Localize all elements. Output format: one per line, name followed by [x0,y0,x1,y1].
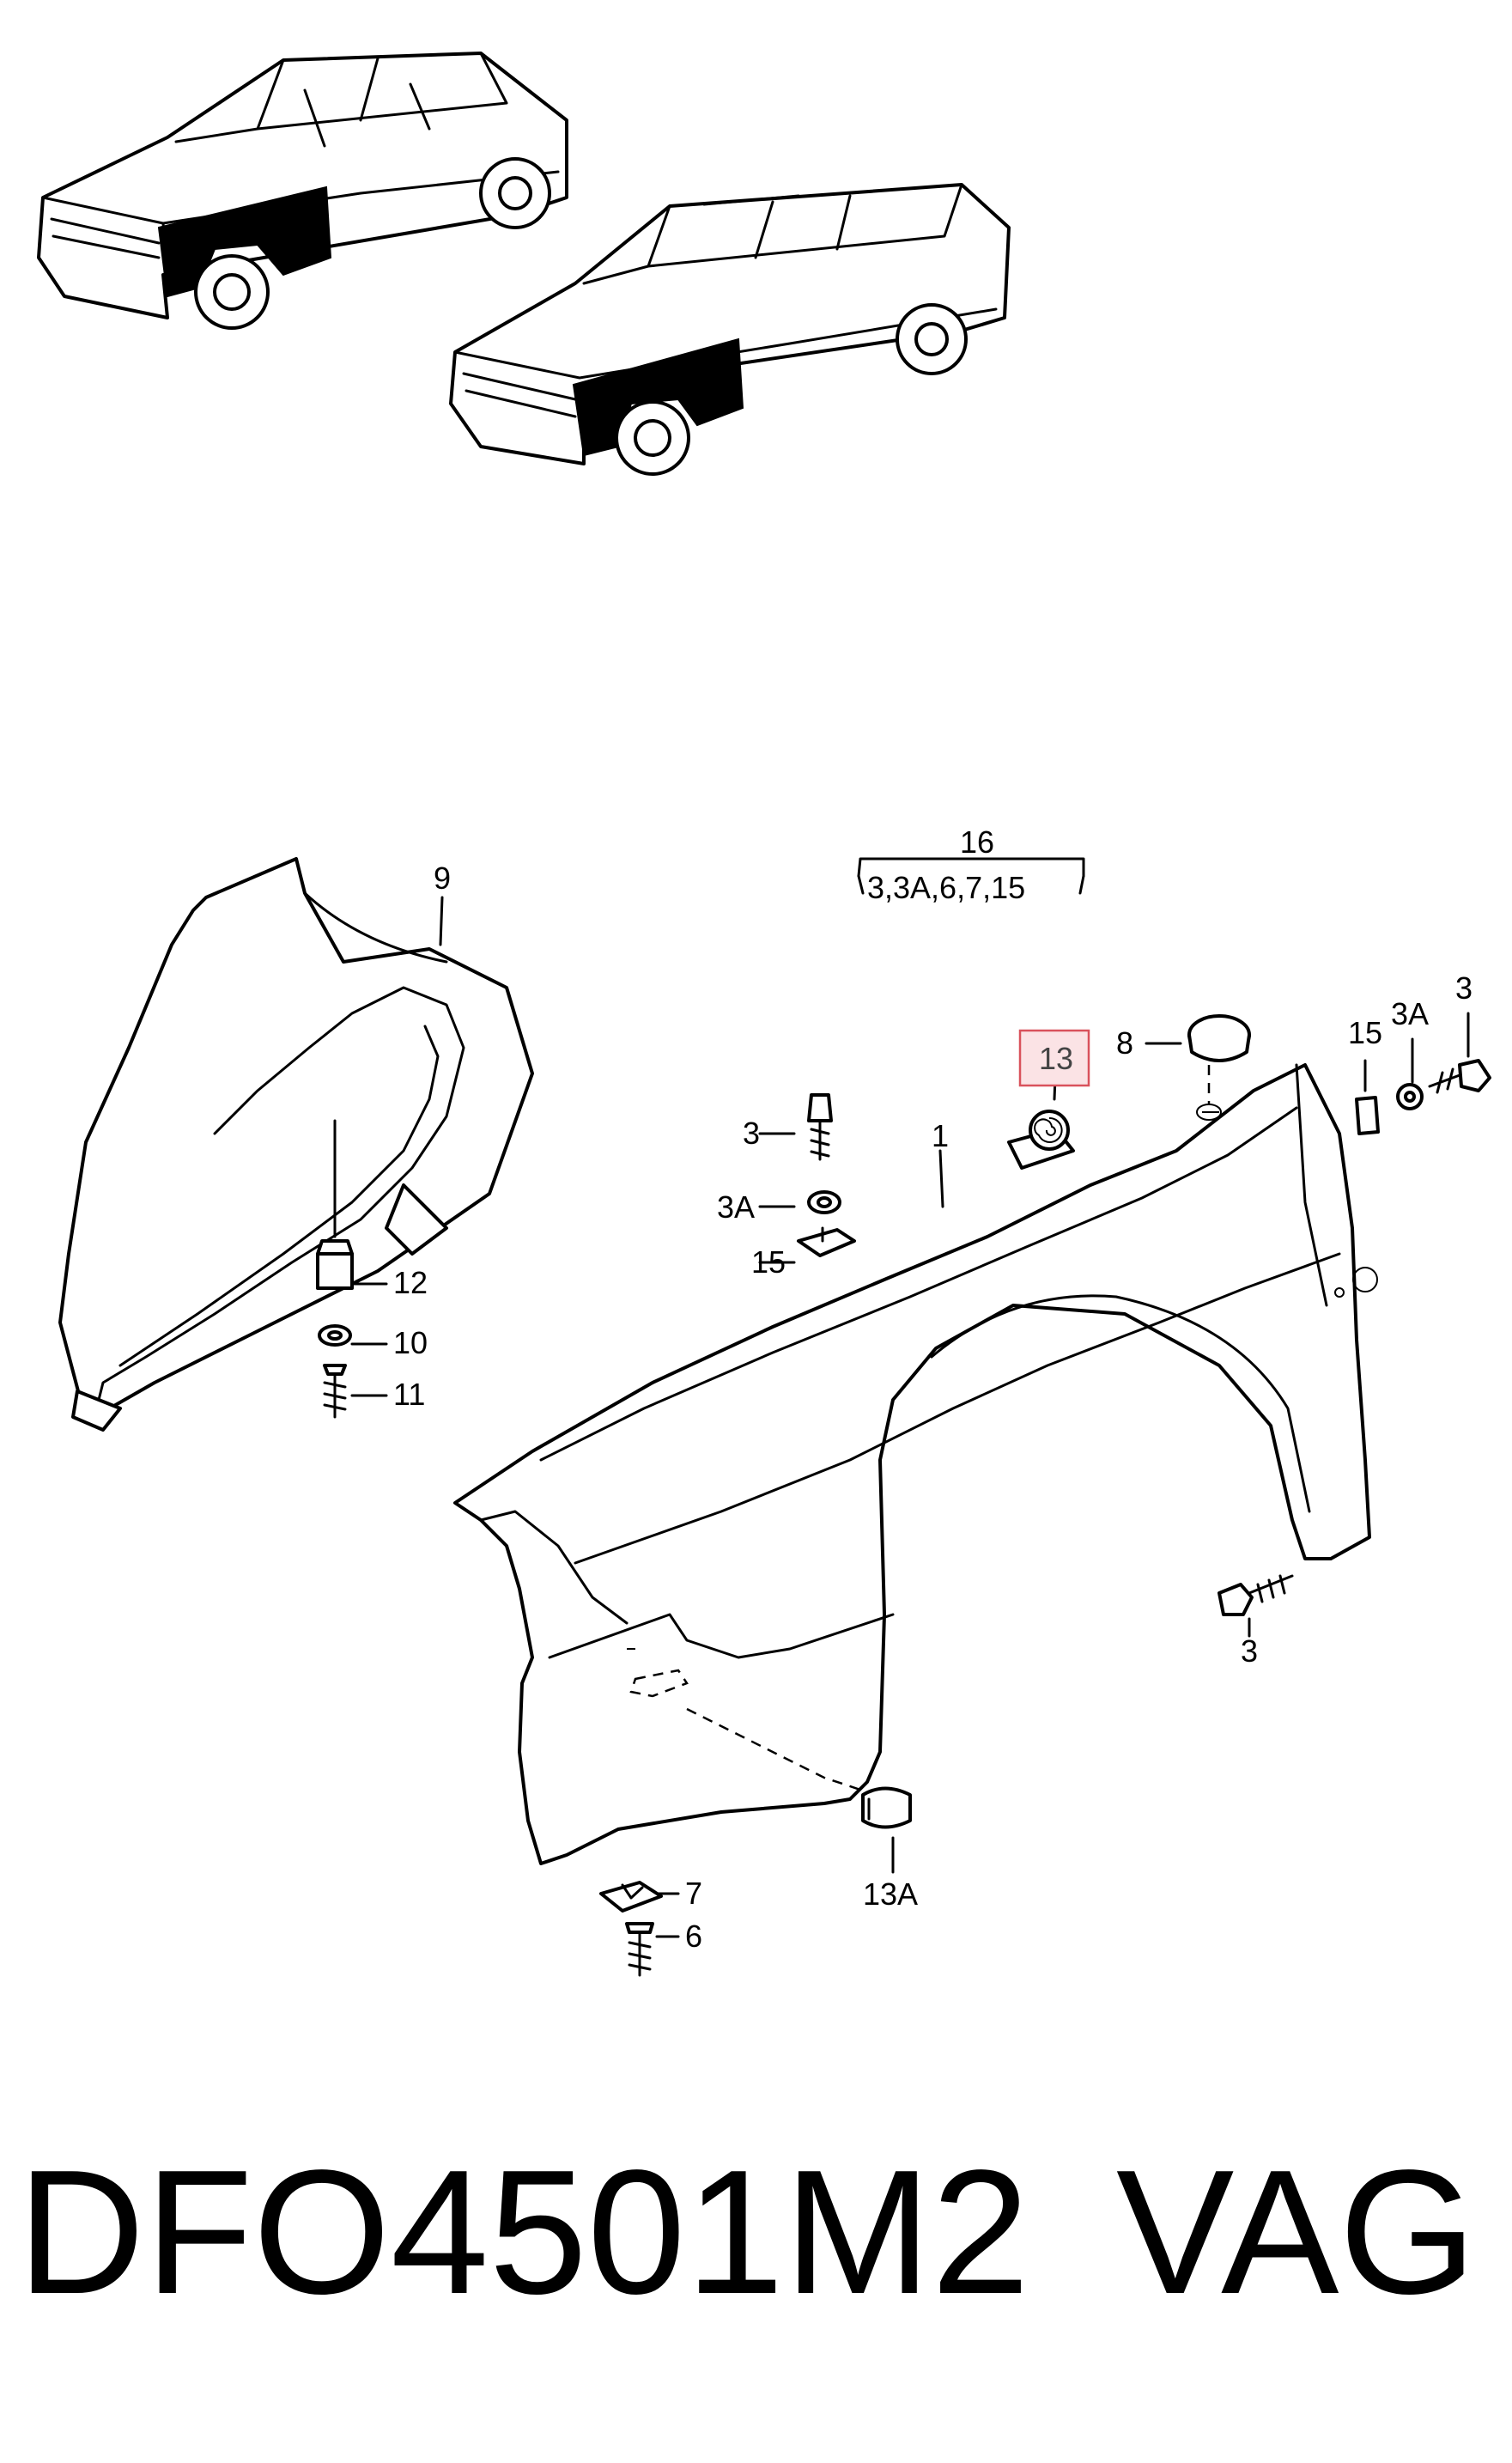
part-code-caption: DFO4501M2 [17,2133,1029,2331]
right-fastener-group [1355,1059,1491,1135]
liner-fastener-group [316,1239,354,1419]
callout-13: 13 [1039,1041,1073,1076]
callout-15-top: 15 [751,1244,786,1280]
hatchback-car-illustration [37,52,568,330]
callout-6: 6 [685,1919,702,1954]
callout-10: 10 [393,1325,428,1360]
lower-bolt-part [1217,1574,1294,1616]
callout-1: 1 [932,1118,949,1153]
rolled-tape-part [1007,1110,1075,1170]
callout-12: 12 [393,1265,428,1300]
bottom-fastener-group [599,1881,663,1977]
round-cap-part [1187,1014,1251,1121]
callout-7: 7 [685,1876,702,1911]
callout-3-top: 3 [743,1116,760,1151]
callout-8: 8 [1116,1025,1133,1061]
callout-3-right: 3 [1455,970,1473,1006]
callout-3a-right: 3A [1391,996,1429,1031]
callout-13a: 13A [863,1876,918,1912]
callout-16-group: 3,3A,6,7,15 [867,870,1025,905]
callout-labels: 9 16 3,3A,6,7,15 13 8 15 3A 3 1 3 3A 15 … [393,824,1473,1954]
front-wing-panel [453,1063,1378,1865]
callout-15-right: 15 [1348,1015,1382,1050]
callout-3a-top: 3A [717,1189,755,1225]
top-fastener-group [797,1093,856,1257]
callout-13-highlight [1018,1029,1090,1087]
leader-lines [350,857,1470,1938]
side-marker-part [861,1786,912,1829]
estate-car-illustration [449,183,1011,476]
callout-9: 9 [434,861,451,896]
callout-3-lower: 3 [1241,1633,1258,1669]
callout-11: 11 [393,1377,425,1412]
callout-16: 16 [960,824,994,860]
wheel-housing-liner [58,857,534,1432]
brand-caption: VAG [1116,2133,1477,2331]
